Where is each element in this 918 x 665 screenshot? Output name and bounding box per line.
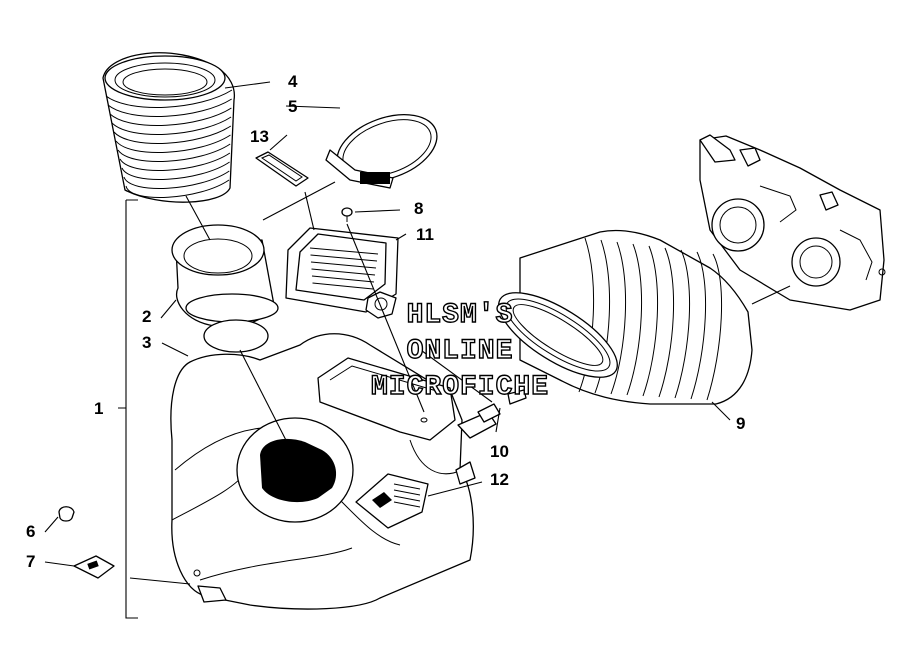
decal-line	[310, 254, 378, 262]
leader-lines	[44, 81, 791, 619]
warning-line	[393, 483, 421, 490]
bellows-ring	[117, 143, 231, 162]
bellows-ring	[123, 170, 230, 189]
callout-8: 8	[414, 199, 423, 218]
watermark: HLSM'S ONLINE MICROFICHE	[370, 299, 549, 403]
airbox-housing-part	[170, 333, 497, 610]
bellows-ring	[121, 161, 230, 180]
intake-rib	[626, 243, 643, 396]
clip-part	[73, 555, 115, 579]
warning-decal-part	[355, 473, 429, 529]
bellows-ring	[115, 134, 231, 153]
callout-11: 11	[416, 225, 434, 244]
adapter-part	[171, 224, 279, 353]
bellows-ring	[107, 98, 232, 117]
callout-5: 5	[288, 97, 297, 116]
callout-10: 10	[490, 442, 509, 461]
warning-line	[393, 489, 421, 496]
bellows-ring	[111, 116, 232, 135]
decal-line	[311, 275, 375, 283]
bellows-ring	[105, 89, 233, 108]
callout-12: 12	[490, 470, 509, 489]
callout-4: 4	[288, 72, 298, 91]
intake-rib	[706, 253, 723, 401]
watermark-line-3: MICROFICHE	[371, 372, 549, 403]
callout-2: 2	[142, 307, 151, 326]
bellows-ring	[125, 179, 230, 198]
intake-rib	[690, 251, 707, 400]
callout-3: 3	[142, 333, 151, 352]
callout-1: 1	[94, 399, 103, 418]
intake-rib	[642, 245, 659, 397]
callout-7: 7	[26, 552, 35, 571]
warning-line	[393, 501, 421, 508]
intake-rib	[610, 241, 627, 395]
intake-rib	[578, 237, 595, 393]
watermark-line-1: HLSM'S	[407, 300, 514, 331]
watermark-line-2: ONLINE	[407, 336, 514, 367]
decal-line	[309, 247, 379, 255]
bellows-ring	[119, 152, 231, 171]
clamp-part	[325, 114, 438, 189]
bolt-part	[477, 389, 527, 423]
decal-line	[311, 268, 376, 276]
intake-rib	[674, 249, 691, 399]
bellows-ring	[109, 107, 232, 126]
bellows-boot-part	[102, 52, 236, 203]
warning-line	[393, 495, 421, 502]
decal-line	[312, 282, 374, 290]
callout-13: 13	[250, 127, 269, 146]
carburetor-part	[699, 134, 886, 311]
plate-part	[255, 151, 309, 187]
bellows-ring	[113, 125, 232, 144]
callout-9: 9	[736, 414, 745, 433]
callout-6: 6	[26, 522, 35, 541]
grommet-part	[365, 291, 397, 319]
fastener-part	[58, 506, 75, 522]
callout-labels: 1 2 3 4 5 6 7 8 9 10 11 12 13	[26, 72, 745, 571]
intake-rib	[658, 247, 675, 398]
intake-boot-part	[498, 229, 753, 405]
screw-part	[341, 207, 353, 222]
decal-part	[285, 227, 399, 313]
